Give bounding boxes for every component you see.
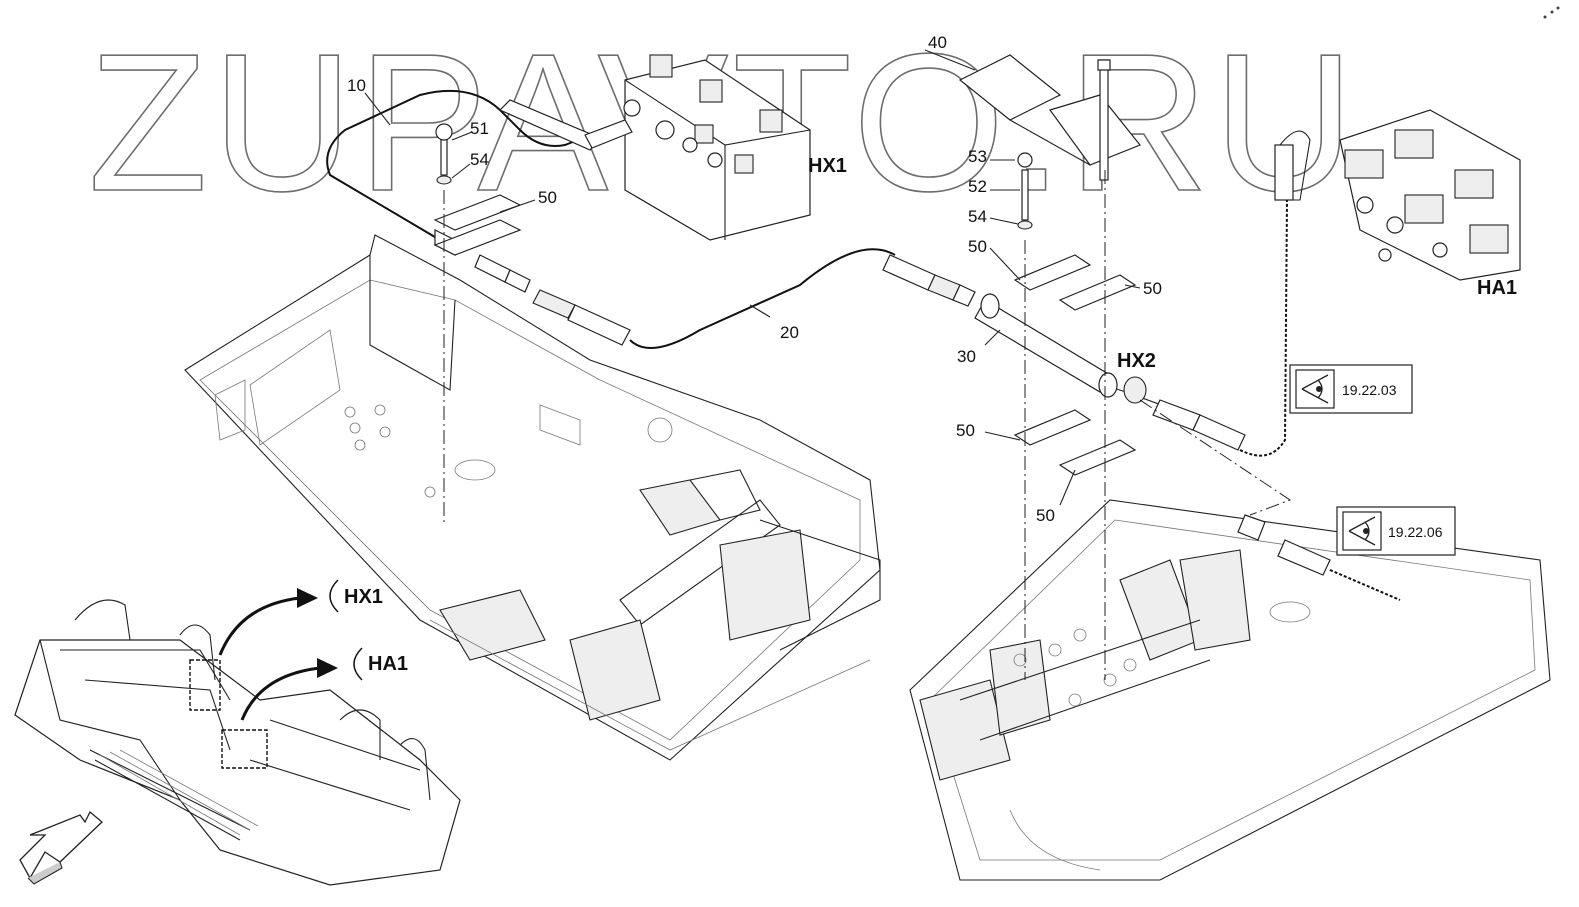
eye-icon bbox=[1348, 516, 1376, 546]
callout-10: 10 bbox=[347, 76, 366, 95]
reference-label: 19.22.06 bbox=[1388, 524, 1443, 540]
bracket-40 bbox=[958, 54, 1141, 181]
pipe-30 bbox=[974, 293, 1331, 576]
callout-40: 40 bbox=[928, 33, 947, 52]
hose-20-fittings bbox=[474, 254, 976, 346]
reference-box-19-22-03[interactable]: 19.22.03 bbox=[1289, 364, 1413, 414]
label-hx1: HX1 bbox=[808, 155, 847, 177]
callout-50a: 50 bbox=[538, 188, 557, 207]
machine-frame bbox=[184, 234, 1551, 881]
callout-54a: 54 bbox=[470, 150, 489, 169]
callout-53: 53 bbox=[968, 147, 987, 166]
callout-50e: 50 bbox=[1036, 506, 1055, 525]
reference-label: 19.22.03 bbox=[1342, 382, 1397, 398]
hose-10 bbox=[326, 89, 591, 241]
label-hx2: HX2 bbox=[1117, 350, 1156, 372]
corner-mark bbox=[1543, 6, 1560, 19]
valve-block-hx1 bbox=[623, 54, 811, 241]
clamp-parts bbox=[433, 123, 1137, 476]
reference-box-19-22-06[interactable]: 19.22.06 bbox=[1336, 506, 1456, 556]
callout-50c: 50 bbox=[1143, 279, 1162, 298]
callout-50b: 50 bbox=[968, 237, 987, 256]
locator-label-ha1: HA1 bbox=[368, 653, 408, 675]
direction-arrow-icon bbox=[19, 810, 103, 885]
locator-inset bbox=[14, 579, 461, 886]
locator-label-hx1: HX1 bbox=[344, 586, 383, 608]
hose-20 bbox=[629, 248, 896, 349]
valve-assembly-ha1 bbox=[1274, 109, 1521, 281]
leader-lines bbox=[364, 49, 1141, 506]
callout-50d: 50 bbox=[956, 421, 975, 440]
callout-51: 51 bbox=[470, 119, 489, 138]
center-lines bbox=[443, 170, 1292, 680]
callout-20: 20 bbox=[780, 323, 799, 342]
callout-52: 52 bbox=[968, 177, 987, 196]
callout-30: 30 bbox=[957, 347, 976, 366]
callout-54b: 54 bbox=[968, 207, 987, 226]
eye-icon bbox=[1301, 374, 1329, 404]
label-ha1: HA1 bbox=[1477, 277, 1517, 299]
